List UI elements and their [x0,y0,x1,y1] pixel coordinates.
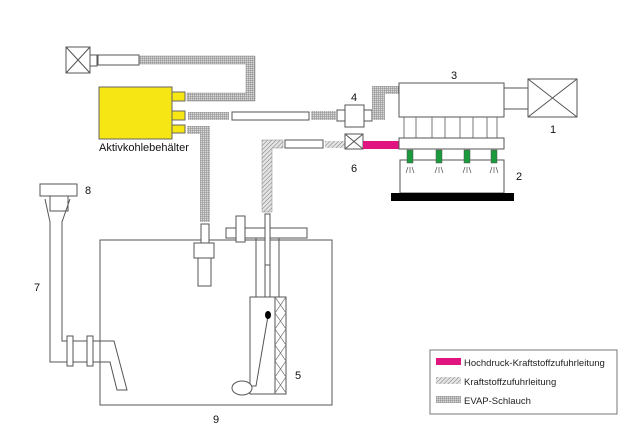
fuel-pump-module-5 [225,213,308,396]
intake-manifold-3 [398,82,505,118]
label-7: 7 [34,282,40,294]
intake-runners [403,117,498,138]
purge-valve-4 [344,104,365,128]
injectors [406,149,498,164]
tank-vent-valve [193,223,215,287]
air-filter-small [65,46,140,74]
legend-swatch-fuel-line [436,377,461,384]
legend: Hochdruck-Kraftstoffzufuhrleitung Krafts… [429,349,618,415]
filler-neck-7 [44,198,128,391]
evap-hose-vent [139,55,256,102]
label-4: 4 [351,92,357,104]
canister-label: Aktivkohlebehälter [99,142,189,154]
label-6: 6 [351,163,357,175]
pressure-regulator-6 [344,133,364,150]
throttle-body [503,87,529,110]
label-1: 1 [550,124,556,136]
purge-tube [231,111,310,121]
fuel-spray [405,166,499,174]
label-9: 9 [213,414,219,426]
fuel-cap-8 [39,183,78,212]
fuel-supply-line-2 [325,141,345,148]
evap-hose-purge-1 [188,112,229,120]
evap-hose-tank [187,126,210,222]
charcoal-canister [98,86,186,140]
fuel-tank-9 [99,239,333,406]
fuel-supply-line [261,139,284,213]
legend-label: Kraftstoffzufuhrleitung [464,377,556,388]
high-pressure-line [363,141,399,149]
valve-4-connector [336,109,346,122]
legend-swatch-high-pressure [436,358,461,365]
air-filter-1 [527,78,578,118]
legend-label: EVAP-Schlauch [464,396,531,407]
label-3: 3 [451,70,457,82]
engine-base [391,193,514,201]
fuel-tube [284,139,324,149]
evap-hose-purge-2 [311,111,336,120]
label-8: 8 [85,185,91,197]
legend-swatch-evap [436,396,461,403]
fuel-rail [398,137,505,150]
evap-hose-manifold [372,86,399,120]
engine-2 [399,159,505,194]
valve-4-connector [363,109,373,122]
label-5: 5 [295,370,301,382]
legend-label: Hochdruck-Kraftstoffzufuhrleitung [464,358,605,369]
label-2: 2 [516,171,522,183]
